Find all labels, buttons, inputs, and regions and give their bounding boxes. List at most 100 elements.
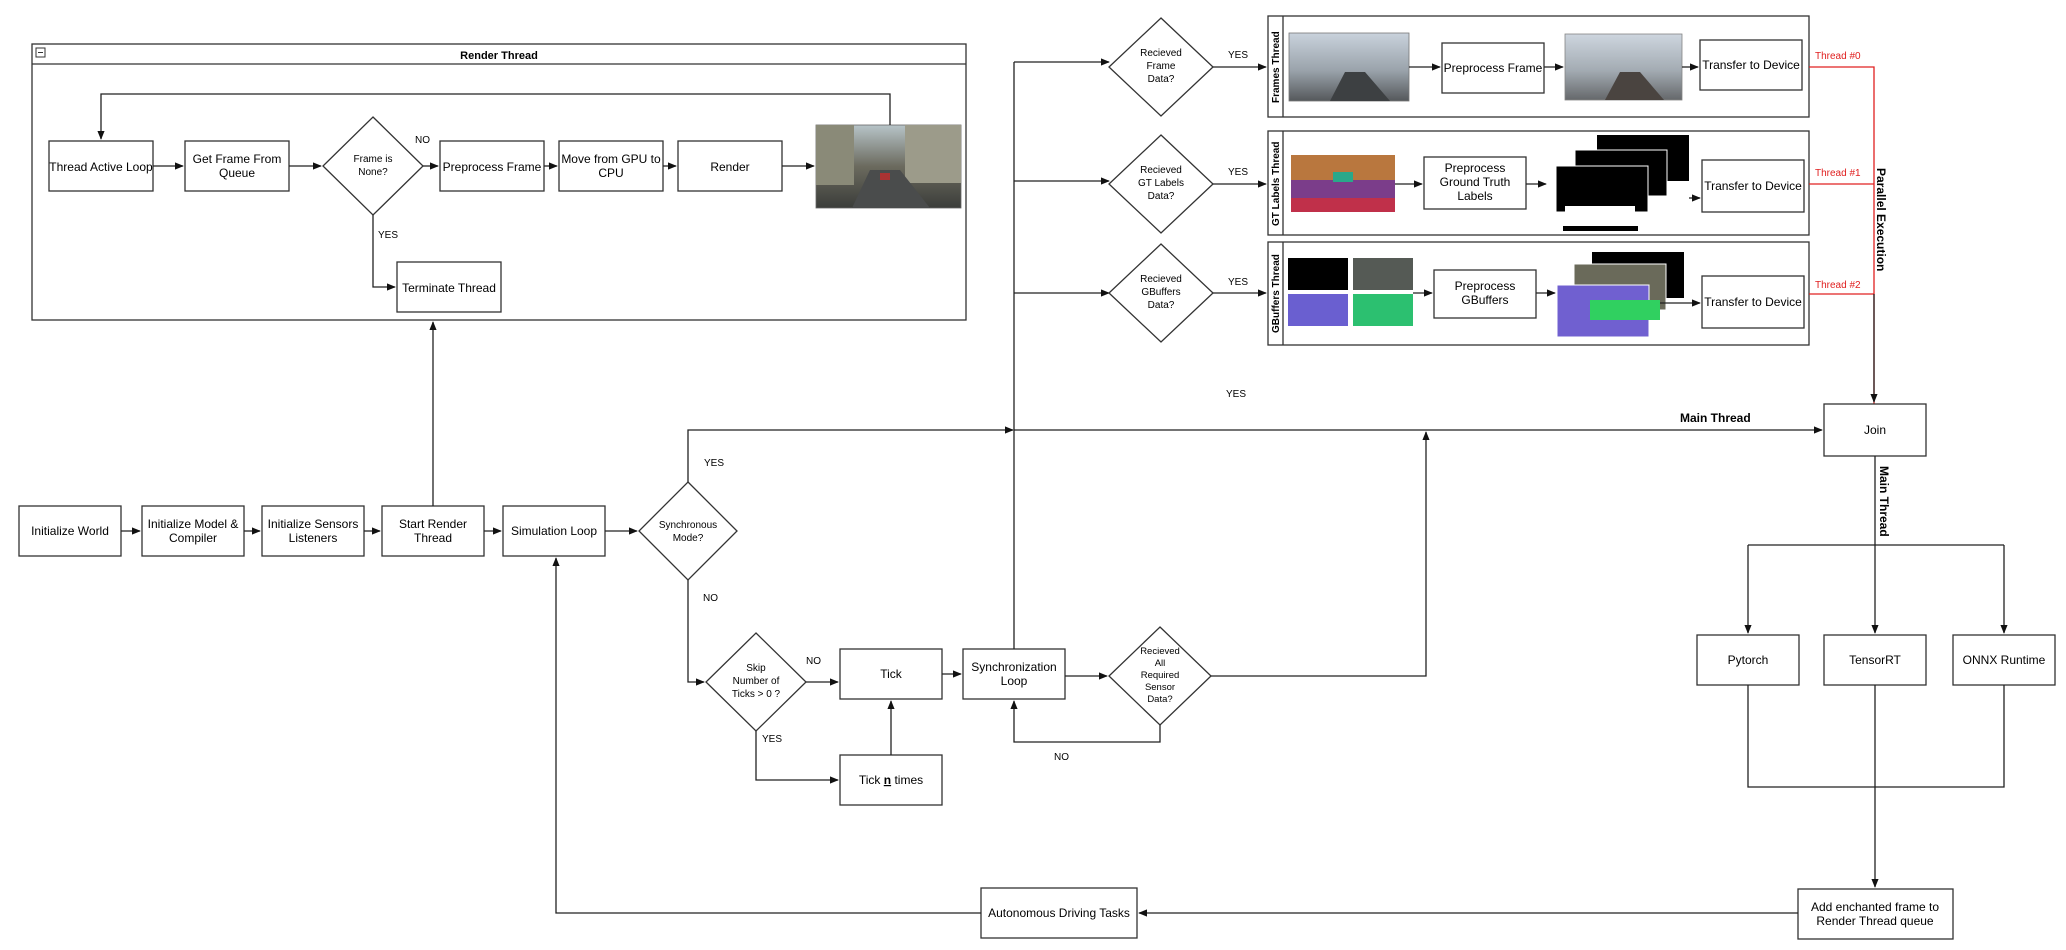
rendered-street-image xyxy=(815,124,962,209)
render-no-label: NO xyxy=(415,135,430,146)
svg-text:Labels: Labels xyxy=(1457,189,1492,203)
edge-sync-yes xyxy=(687,426,1014,482)
initialize-world-box[interactable]: Initialize World xyxy=(18,505,122,557)
render-yes-label: YES xyxy=(378,230,398,241)
svg-text:Compiler: Compiler xyxy=(169,531,217,545)
svg-text:Render: Render xyxy=(710,160,749,174)
svg-text:ONNX Runtime: ONNX Runtime xyxy=(1963,653,2046,667)
svg-text:Tick n times: Tick n times xyxy=(859,773,923,787)
svg-text:Listeners: Listeners xyxy=(289,531,338,545)
svg-text:Preprocess Frame: Preprocess Frame xyxy=(443,160,542,174)
received-all-sensor-data-decision[interactable]: Recieved All Required Sensor Data? xyxy=(1108,626,1212,726)
terminate-thread-box[interactable]: Terminate Thread xyxy=(396,261,502,313)
svg-text:Number of: Number of xyxy=(733,676,780,687)
svg-text:Queue: Queue xyxy=(219,166,255,180)
received-frame-decision[interactable]: Recieved Frame Data? xyxy=(1108,17,1214,117)
gbuffers-transfer-box[interactable]: Transfer to Device xyxy=(1701,275,1805,329)
gt-preprocess-box[interactable]: Preprocess Ground Truth Labels xyxy=(1423,156,1527,210)
tick-n-times-box[interactable]: Tick n times xyxy=(839,754,943,806)
skip-no-label: NO xyxy=(806,656,821,667)
join-box[interactable]: Join xyxy=(1823,403,1927,457)
svg-text:Data?: Data? xyxy=(1148,300,1175,311)
svg-text:Data?: Data? xyxy=(1148,191,1175,202)
initialize-model-box[interactable]: Initialize Model & Compiler xyxy=(141,505,245,557)
skip-ticks-decision[interactable]: Skip Number of Ticks > 0 ? xyxy=(705,632,807,732)
tensorrt-box[interactable]: TensorRT xyxy=(1823,634,1927,686)
tick-box[interactable]: Tick xyxy=(839,648,943,700)
svg-text:Initialize Sensors: Initialize Sensors xyxy=(268,517,359,531)
svg-text:Ticks > 0 ?: Ticks > 0 ? xyxy=(732,689,781,700)
gbuffers-preprocess-box[interactable]: Preprocess GBuffers xyxy=(1433,269,1537,319)
render-box[interactable]: Render xyxy=(677,140,783,192)
svg-text:Frame is: Frame is xyxy=(354,154,393,165)
svg-text:Recieved: Recieved xyxy=(1140,48,1182,59)
svg-text:Render Thread queue: Render Thread queue xyxy=(1816,914,1934,928)
svg-text:GT Labels: GT Labels xyxy=(1138,178,1184,189)
main-thread-vertical-label: Main Thread xyxy=(1877,466,1891,537)
svg-text:Required: Required xyxy=(1141,670,1180,681)
svg-text:GBuffers: GBuffers xyxy=(1461,293,1508,307)
svg-text:Synchronization: Synchronization xyxy=(971,660,1056,674)
render-thread-title: Render Thread xyxy=(460,50,538,62)
svg-text:Data?: Data? xyxy=(1148,74,1175,85)
onnx-runtime-box[interactable]: ONNX Runtime xyxy=(1952,634,2056,686)
svg-text:CPU: CPU xyxy=(598,166,623,180)
pytorch-box[interactable]: Pytorch xyxy=(1696,634,1800,686)
svg-text:All: All xyxy=(1155,658,1166,669)
get-frame-from-queue-box[interactable]: Get Frame From Queue xyxy=(184,140,290,192)
svg-text:Recieved: Recieved xyxy=(1140,165,1182,176)
edge-tasks-to-simloop xyxy=(552,557,981,914)
svg-text:Move from GPU to: Move from GPU to xyxy=(561,152,661,166)
svg-text:Sensor: Sensor xyxy=(1145,682,1175,693)
svg-text:Loop: Loop xyxy=(1001,674,1028,688)
parallel-execution-label: Parallel Execution xyxy=(1874,168,1888,271)
render-preprocess-frame-box[interactable]: Preprocess Frame xyxy=(439,140,545,192)
gbuffers-thread-title: GBuffers Thread xyxy=(1271,254,1282,333)
svg-text:Data?: Data? xyxy=(1147,694,1172,705)
frame-yes-label: YES xyxy=(1228,50,1248,61)
svg-text:Join: Join xyxy=(1864,423,1886,437)
gt-labels-thread-title: GT Labels Thread xyxy=(1271,142,1282,226)
gbuffers-input-images xyxy=(1288,258,1413,326)
edge-runtimes-merge xyxy=(1747,685,2005,788)
autonomous-driving-tasks-box[interactable]: Autonomous Driving Tasks xyxy=(980,887,1138,939)
edge-received-no-loop xyxy=(1010,700,1161,743)
frames-preprocess-box[interactable]: Preprocess Frame xyxy=(1441,42,1545,94)
received-no-label: NO xyxy=(1054,752,1069,763)
svg-text:Initialize World: Initialize World xyxy=(31,524,109,538)
received-gbuffers-decision[interactable]: Recieved GBuffers Data? xyxy=(1108,243,1214,343)
sync-no-label: NO xyxy=(703,593,718,604)
frames-input-image xyxy=(1288,32,1410,102)
edge-decision-to-terminate xyxy=(372,215,396,291)
svg-text:Preprocess: Preprocess xyxy=(1445,161,1506,175)
svg-text:Get Frame From: Get Frame From xyxy=(193,152,282,166)
thread-0-label: Thread #0 xyxy=(1815,51,1861,62)
svg-text:Frame: Frame xyxy=(1147,61,1176,72)
start-render-thread-box[interactable]: Start Render Thread xyxy=(381,505,485,557)
svg-text:Transfer to Device: Transfer to Device xyxy=(1702,58,1800,72)
svg-text:Recieved: Recieved xyxy=(1140,274,1182,285)
svg-text:Initialize Model &: Initialize Model & xyxy=(148,517,239,531)
svg-text:Transfer to Device: Transfer to Device xyxy=(1704,295,1802,309)
simulation-loop-box[interactable]: Simulation Loop xyxy=(502,505,606,557)
gt-transfer-box[interactable]: Transfer to Device xyxy=(1701,159,1805,213)
edge-skip-yes-to-tickn xyxy=(755,731,839,784)
svg-text:Autonomous Driving Tasks: Autonomous Driving Tasks xyxy=(988,906,1130,920)
frames-transfer-box[interactable]: Transfer to Device xyxy=(1699,39,1803,91)
initialize-sensors-box[interactable]: Initialize Sensors Listeners xyxy=(261,505,365,557)
svg-text:Transfer to Device: Transfer to Device xyxy=(1704,179,1802,193)
synchronous-mode-decision[interactable]: Synchronous Mode? xyxy=(638,481,738,581)
svg-text:Thread: Thread xyxy=(414,531,452,545)
received-gt-labels-decision[interactable]: Recieved GT Labels Data? xyxy=(1108,134,1214,234)
gt-labels-input-image xyxy=(1291,155,1395,212)
svg-text:Preprocess Frame: Preprocess Frame xyxy=(1444,61,1543,75)
add-enhanced-frame-box[interactable]: Add enchanted frame to Render Thread que… xyxy=(1797,888,1954,940)
gt-yes-label: YES xyxy=(1228,167,1248,178)
move-gpu-to-cpu-box[interactable]: Move from GPU to CPU xyxy=(558,140,664,192)
thread-2-label: Thread #2 xyxy=(1815,280,1861,291)
synchronization-loop-box[interactable]: Synchronization Loop xyxy=(962,648,1066,700)
sync-yes-label: YES xyxy=(704,458,724,469)
thread-active-loop-box[interactable]: Thread Active Loop xyxy=(48,140,154,192)
join-yes-label: YES xyxy=(1226,389,1246,400)
